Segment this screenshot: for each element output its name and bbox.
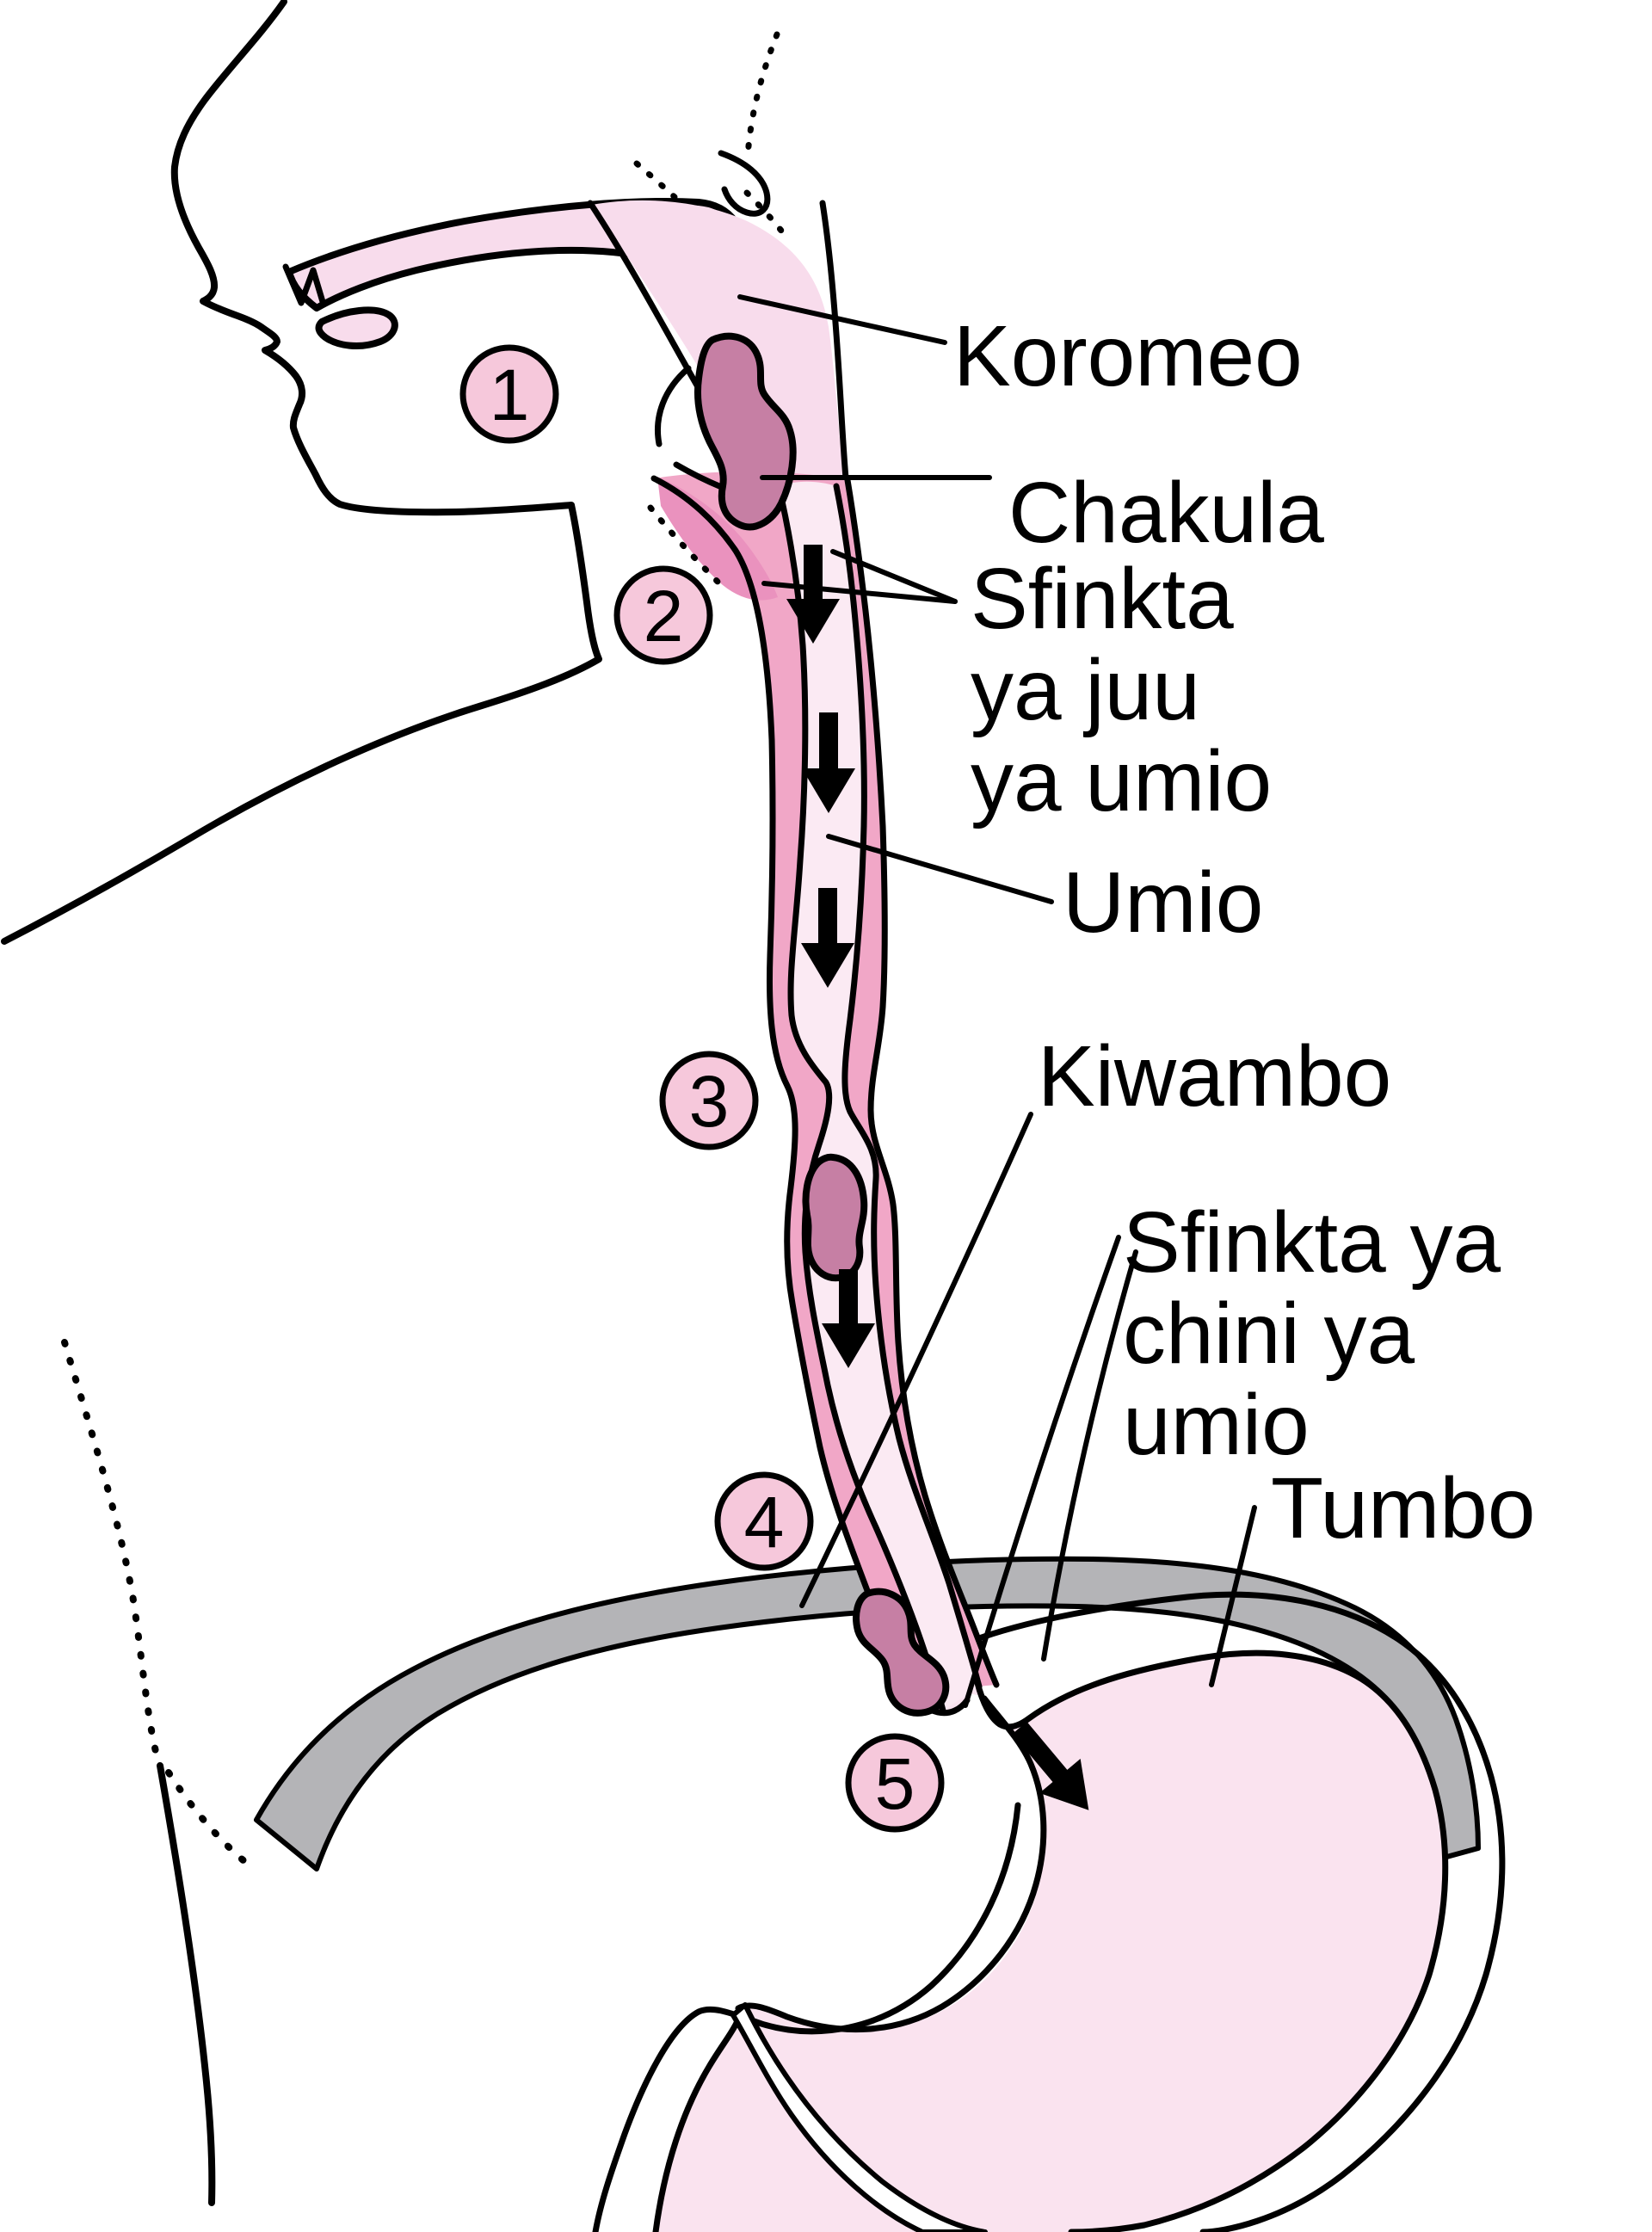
esophagus-lumen-left-edge	[775, 483, 946, 1714]
leader-umio	[826, 834, 1054, 904]
label-sfinkta-chini-1: Sfinkta ya	[1123, 1194, 1501, 1291]
step-badges: 1 2 3 4 5	[459, 344, 945, 1833]
label-koromeo: Koromeo	[953, 308, 1303, 404]
leader-tumbo	[1209, 1505, 1257, 1687]
step-badge-3-number: 3	[689, 1061, 730, 1142]
stomach-fundus-inner-wall	[974, 1649, 1449, 2232]
flow-arrow-4	[822, 1269, 875, 1368]
stomach-left-wall-line	[652, 1695, 1047, 2232]
soft-palate-curl	[718, 150, 771, 217]
label-chakula: Chakula	[1008, 465, 1324, 561]
leader-lines	[737, 294, 1257, 1708]
label-sfinkta-chini-3: umio	[1123, 1377, 1310, 1473]
step-badge-1-number: 1	[490, 355, 530, 435]
leader-sfinkta-juu-a	[830, 549, 958, 604]
flow-arrow-stomach	[1012, 1721, 1089, 1810]
esophagus-wall	[654, 471, 996, 1712]
breast-stipple-line	[165, 1769, 257, 1872]
head-back-dots-2	[743, 189, 785, 234]
step-badge-1: 1	[459, 344, 559, 444]
label-sfinkta-chini-2: chini ya	[1123, 1286, 1415, 1382]
esophagus-outer-right-edge	[844, 477, 1000, 1688]
step-badge-4-number: 4	[744, 1482, 785, 1563]
label-sfinkta-juu-3: ya umio	[971, 733, 1272, 829]
stomach	[592, 1591, 1506, 2232]
leader-sfinkta-chini-b	[1041, 1249, 1138, 1662]
flow-arrow-2	[802, 712, 855, 813]
tongue-tip-leaf	[315, 306, 398, 349]
leader-sfinkta-chini-a	[963, 1235, 1121, 1708]
labels: Koromeo Chakula Sfinkta ya juu ya umio U…	[953, 308, 1536, 1557]
upper-sphincter-dotted-arc	[647, 504, 724, 589]
step-badge-3: 3	[659, 1051, 759, 1150]
step-badge-5: 5	[845, 1733, 945, 1833]
head-back-dots-1	[633, 160, 678, 200]
face-profile-line	[1, 0, 602, 945]
lip-fold-zigzag	[282, 263, 327, 308]
esophagus-lumen-right-edge	[833, 483, 983, 1690]
bolus-esophagus	[802, 1153, 868, 1282]
esophagus-outer-left-edge	[650, 475, 909, 1686]
label-kiwambo: Kiwambo	[1038, 1028, 1391, 1125]
head-back-dots-top	[744, 31, 780, 160]
label-sfinkta-juu-2: ya juu	[971, 642, 1200, 738]
stomach-fold-band	[730, 2002, 988, 2232]
flow-arrow-1	[786, 545, 840, 644]
stomach-fundus-outer-wall	[973, 1591, 1506, 2232]
leader-sfinkta-juu-b	[761, 581, 958, 604]
step-badge-2: 2	[613, 565, 713, 665]
chest-stipple-line	[61, 1339, 160, 1759]
label-sfinkta-juu-1: Sfinkta	[971, 551, 1234, 647]
label-tumbo: Tumbo	[1271, 1460, 1536, 1557]
leader-kiwambo	[799, 1112, 1033, 1608]
leader-koromeo	[737, 294, 947, 345]
cardia-right-notch	[974, 1680, 1003, 1728]
step-badge-5-number: 5	[875, 1743, 915, 1824]
belly-line	[157, 1762, 216, 2206]
bolus-cardia	[853, 1588, 950, 1717]
step-badge-4: 4	[714, 1471, 814, 1571]
stomach-interior	[656, 1653, 1446, 2232]
flow-arrows	[786, 545, 1089, 1810]
flow-arrow-3	[801, 888, 854, 988]
diaphragm-band	[254, 1556, 1481, 1871]
epiglottis-line	[655, 365, 692, 447]
label-umio: Umio	[1063, 854, 1263, 951]
step-badge-2-number: 2	[644, 576, 684, 657]
pharynx-back-wall-line	[819, 200, 849, 482]
